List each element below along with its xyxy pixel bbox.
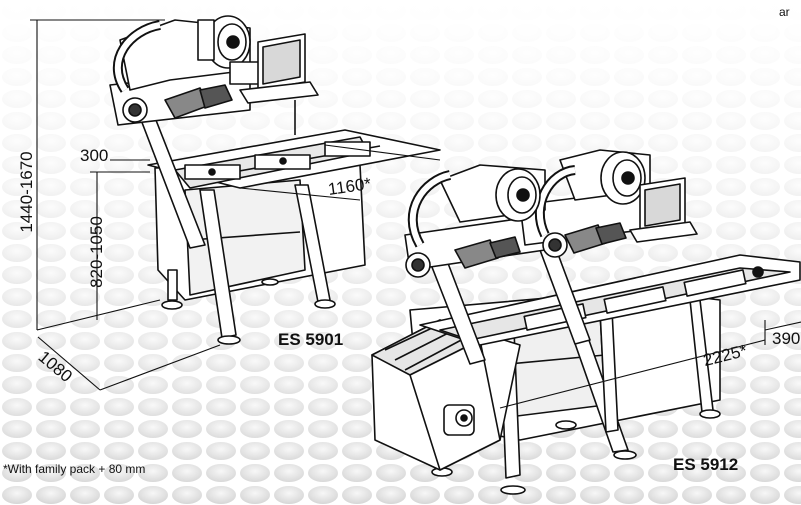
machine-es5901 xyxy=(109,15,441,345)
dimension-lines-left xyxy=(30,19,441,391)
machine-es5912 xyxy=(371,149,801,495)
dimension-side-offset: 390 xyxy=(772,329,801,348)
dimension-total-height: 1440-1670 xyxy=(17,151,36,233)
dimension-lines-right xyxy=(499,320,801,409)
footnote: *With family pack + 80 mm xyxy=(3,462,146,476)
dimension-table-height: 820-1050 xyxy=(87,216,106,288)
dimension-depth-offset: 300 xyxy=(80,146,109,165)
corner-text: ar xyxy=(779,5,790,19)
model-label-es5912: ES 5912 xyxy=(673,455,739,474)
model-label-es5901: ES 5901 xyxy=(278,330,344,349)
